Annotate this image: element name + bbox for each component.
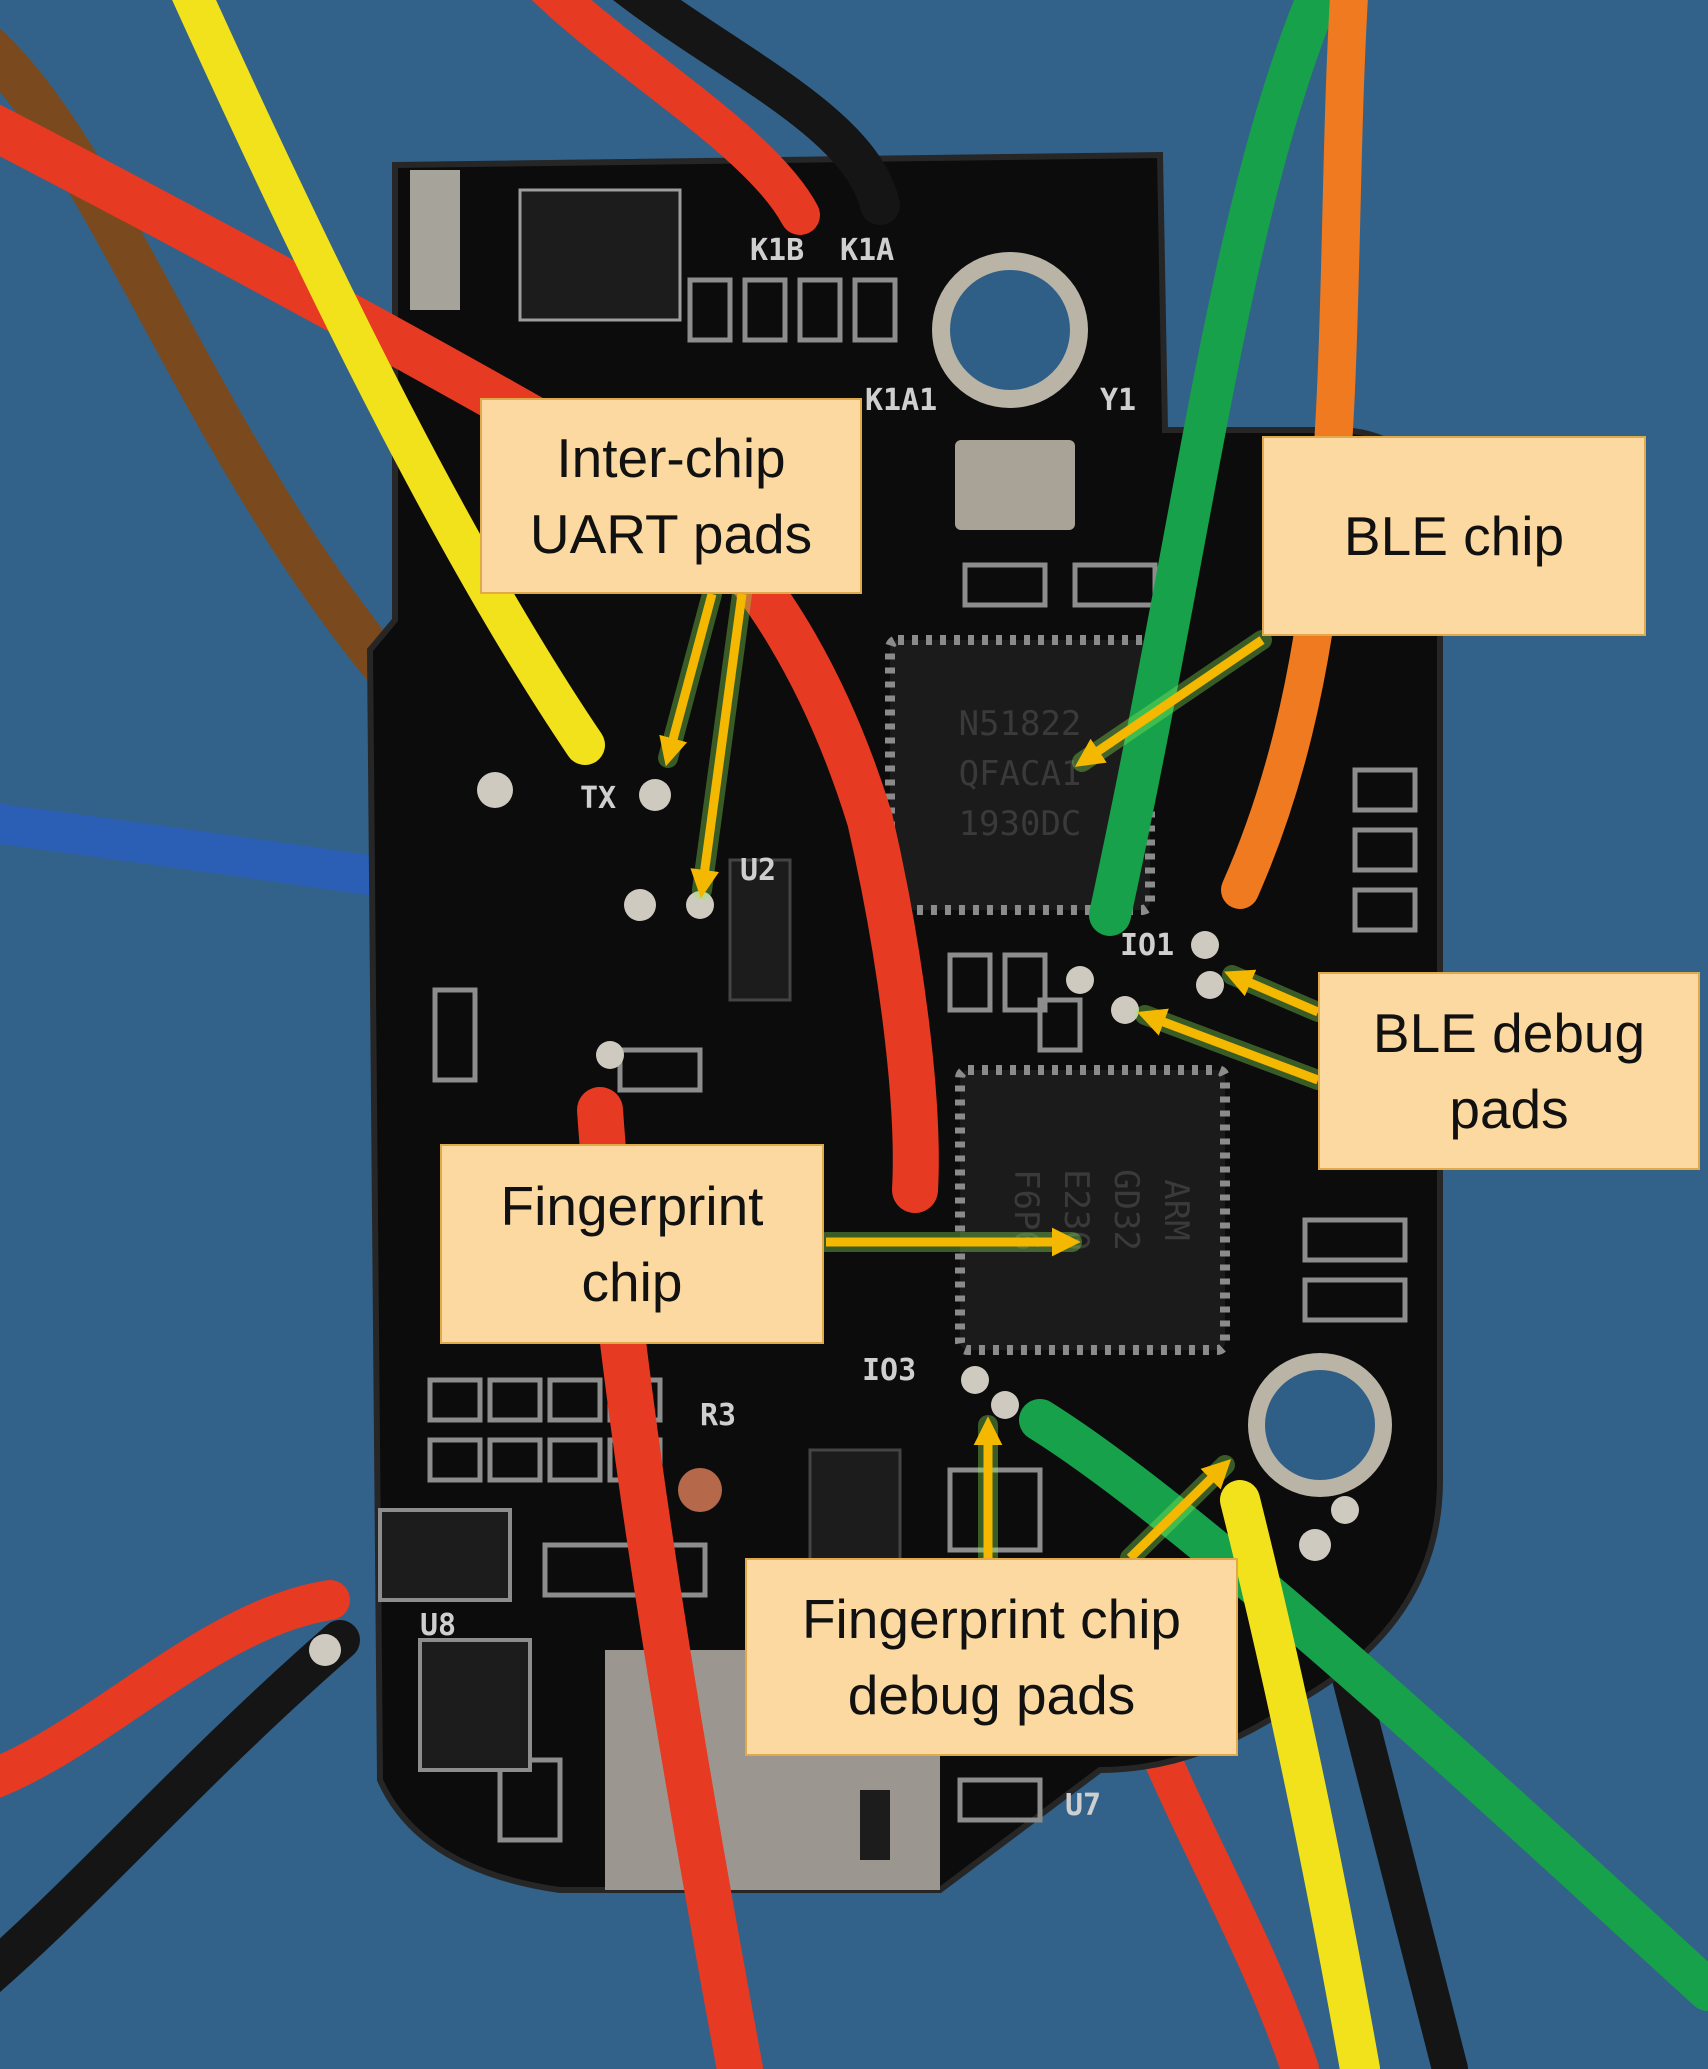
callout-fp-debug-line-1: Fingerprint chip xyxy=(801,1588,1182,1650)
callout-ble-chip: BLE chip xyxy=(1262,436,1646,636)
callout-fp-chip-line-2: chip xyxy=(581,1251,683,1313)
silk-label-io3: IO3 xyxy=(862,1353,916,1388)
silk-label-y1: Y1 xyxy=(1100,383,1136,418)
callout-ble-debug-pads: BLE debug pads xyxy=(1318,972,1700,1170)
arrow-uart-1 xyxy=(659,592,717,767)
callout-fingerprint-chip: Fingerprint chip xyxy=(440,1144,824,1344)
fp-chip-marking-2: GD32 xyxy=(1106,1169,1146,1251)
arrow-ble-debug-1 xyxy=(1224,969,1320,1017)
callout-fp-chip-line-1: Fingerprint xyxy=(500,1175,764,1237)
callout-uart-line-1: Inter-chip xyxy=(556,427,786,489)
silk-label-k1a: K1A xyxy=(840,233,894,268)
fp-chip-marking-4: F6P6 xyxy=(1006,1169,1046,1251)
silk-label-u7: U7 xyxy=(1065,1788,1101,1823)
ble-chip-marking-1: N51822 xyxy=(959,704,1082,744)
callout-fp-debug-line-2: debug pads xyxy=(847,1664,1136,1726)
silk-label-io1: IO1 xyxy=(1120,928,1174,963)
silk-label-k1b: K1B xyxy=(750,233,804,268)
silk-label-tx: TX xyxy=(580,781,616,816)
callout-fingerprint-chip-debug-pads: Fingerprint chip debug pads xyxy=(745,1558,1238,1756)
annotation-arrows xyxy=(658,584,1328,1568)
silk-label-k1a1: K1A1 xyxy=(865,383,937,418)
arrow-ble-debug-2 xyxy=(1136,1008,1320,1085)
silk-label-r3: R3 xyxy=(700,1398,736,1433)
ble-chip-marking-2: QFACA1 xyxy=(959,754,1082,794)
callout-uart-line-2: UART pads xyxy=(529,503,813,565)
silk-label-u2: U2 xyxy=(740,853,776,888)
arrow-fp-debug-2 xyxy=(1126,1458,1232,1562)
callout-ble-debug-line-2: pads xyxy=(1449,1078,1569,1140)
ble-chip-marking-3: 1930DC xyxy=(959,804,1082,844)
callout-ble-chip-line-1: BLE chip xyxy=(1343,505,1565,567)
fp-chip-marking-1: ARM xyxy=(1156,1179,1196,1240)
arrow-ble-chip xyxy=(1074,636,1265,767)
callout-ble-debug-line-1: BLE debug xyxy=(1372,1002,1646,1064)
arrow-uart-2 xyxy=(690,593,747,899)
callout-inter-chip-uart-pads: Inter-chip UART pads xyxy=(480,398,862,594)
silk-label-u8: U8 xyxy=(420,1608,456,1643)
